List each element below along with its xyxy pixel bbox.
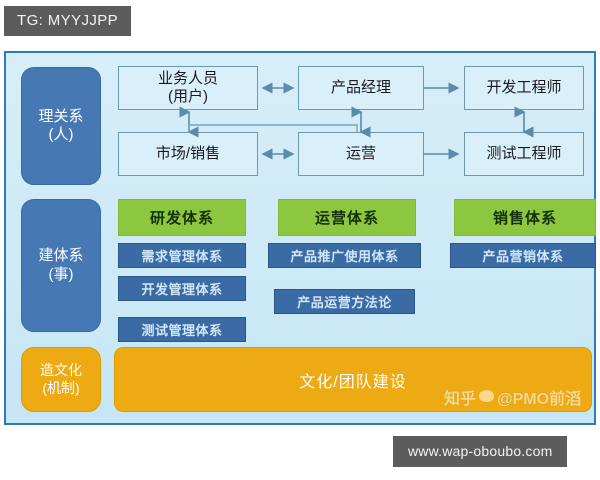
system-column-header-sales[interactable]: 销售体系 (454, 199, 596, 236)
diagram-canvas: 理关系 (人) 业务人员 (用户) 产品经理 开发工程师 市场/销售 运营 测试… (6, 53, 596, 423)
row-label-culture-line1: 造文化 (40, 362, 82, 379)
system-item-product-marketing[interactable]: 产品营销体系 (450, 243, 596, 268)
role-box-marketing-sales[interactable]: 市场/销售 (118, 132, 258, 176)
system-column-header-operations[interactable]: 运营体系 (278, 199, 416, 236)
row-label-system-line1: 建体系 (38, 247, 84, 265)
row-label-system: 建体系 (事) (21, 199, 101, 332)
role-box-qa-engineer[interactable]: 测试工程师 (464, 132, 584, 176)
url-tag-overlay: www.wap-oboubo.com (393, 436, 568, 467)
diagram-frame: 理关系 (人) 业务人员 (用户) 产品经理 开发工程师 市场/销售 运营 测试… (4, 51, 596, 425)
system-item-development-management[interactable]: 开发管理体系 (118, 276, 246, 301)
system-item-requirement-management[interactable]: 需求管理体系 (118, 243, 246, 268)
row-label-people-line1: 理关系 (38, 107, 84, 125)
system-column-header-rd[interactable]: 研发体系 (118, 199, 246, 236)
system-item-product-promotion-usage[interactable]: 产品推广使用体系 (268, 243, 421, 268)
role-dev-label: 开发工程师 (486, 79, 562, 96)
role-pm-label: 产品经理 (330, 79, 391, 96)
arrow-user-ops-bridge (180, 113, 366, 139)
row-label-people-line2: (人) (48, 126, 74, 143)
row-label-system-line2: (事) (48, 265, 74, 283)
tg-tag-overlay: TG: MYYJJPP (4, 6, 132, 36)
role-box-operations[interactable]: 运营 (298, 132, 424, 176)
culture-bar-label: 文化/团队建设 (299, 373, 407, 391)
role-box-product-manager[interactable]: 产品经理 (298, 66, 424, 110)
role-user-line2: (用户) (167, 88, 208, 105)
arrow-market-ops (256, 145, 300, 163)
arrow-pm-dev (422, 79, 466, 97)
arrow-ops-qa (422, 145, 466, 163)
arrow-pm-ops (351, 106, 371, 138)
row-label-culture: 造文化 (机制) (21, 347, 101, 412)
role-box-dev-engineer[interactable]: 开发工程师 (464, 66, 584, 110)
role-user-line1: 业务人员 (157, 70, 218, 87)
role-ops-label: 运营 (345, 145, 376, 162)
system-item-testing-management[interactable]: 测试管理体系 (118, 317, 246, 342)
arrow-dev-qa (514, 106, 534, 138)
culture-bar[interactable]: 文化/团队建设 (114, 347, 592, 412)
system-item-product-operations-methodology[interactable]: 产品运营方法论 (274, 289, 415, 314)
role-qa-label: 测试工程师 (486, 145, 562, 162)
arrow-user-pm (256, 79, 300, 97)
row-label-culture-line2: (机制) (42, 379, 80, 396)
row-label-people: 理关系 (人) (21, 67, 101, 185)
role-market-label: 市场/销售 (155, 145, 221, 162)
role-box-business-user[interactable]: 业务人员 (用户) (118, 66, 258, 110)
